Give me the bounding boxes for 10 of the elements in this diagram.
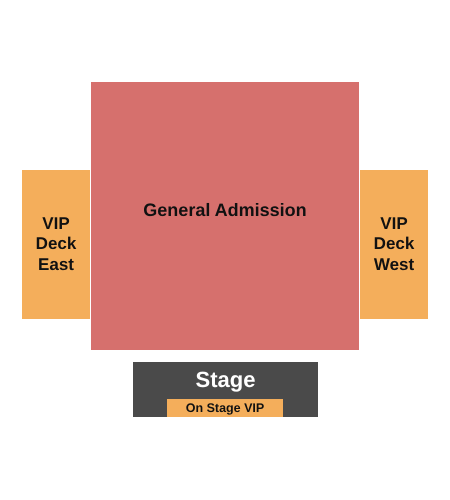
section-label: VIP Deck East (34, 214, 78, 276)
stage-label: Stage (196, 367, 256, 394)
stage-area (133, 362, 318, 417)
section-label: General Admission (143, 200, 307, 222)
section-label: VIP Deck West (372, 214, 416, 276)
seating-section (22, 170, 90, 319)
seating-section (167, 399, 283, 417)
section-label: On Stage VIP (186, 400, 264, 416)
seating-section (360, 170, 428, 319)
seating-section (91, 82, 359, 350)
